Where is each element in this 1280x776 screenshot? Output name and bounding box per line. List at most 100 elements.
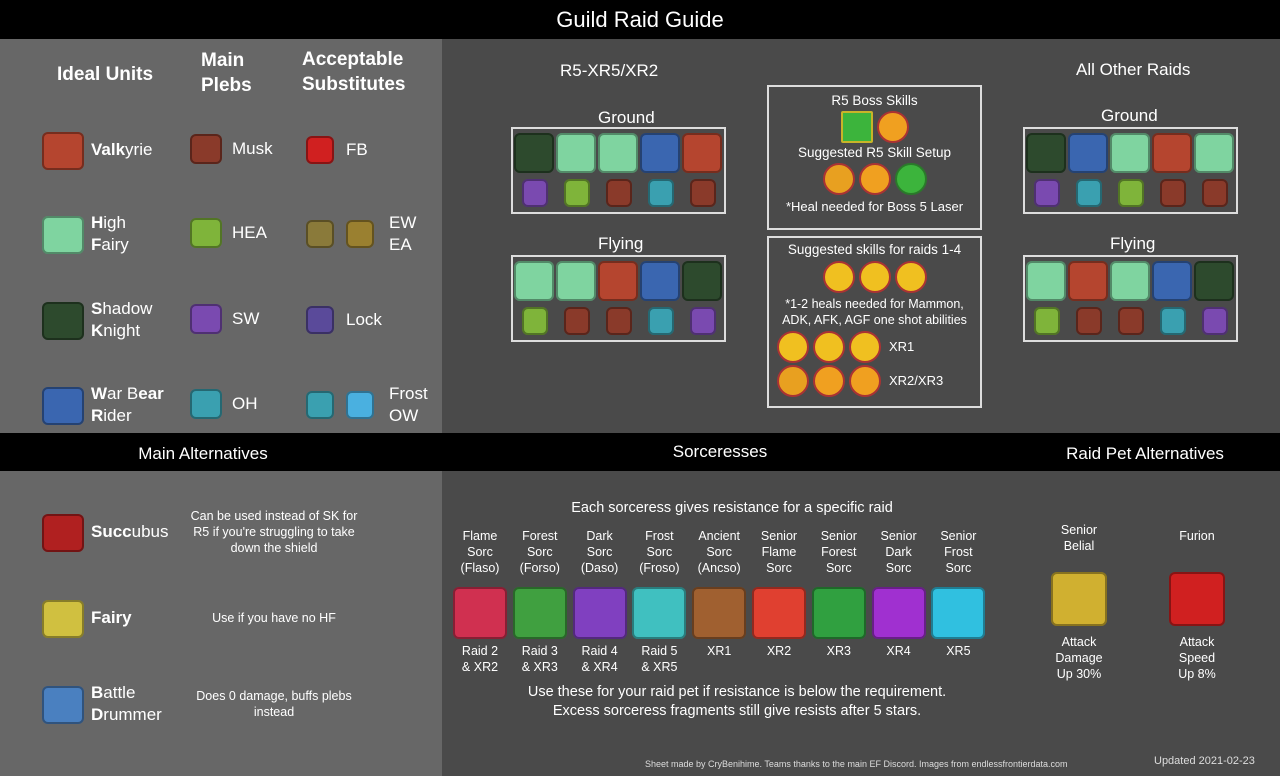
name-bold: Valk	[91, 140, 126, 159]
sorceress-intro: Each sorceress gives resistance for a sp…	[571, 500, 893, 516]
sw-sprite-icon	[1034, 179, 1060, 207]
sword-skill-icon	[894, 261, 927, 293]
shadow-knight-sprite-icon	[514, 133, 554, 173]
name-rest: ar B	[107, 384, 139, 403]
valkyrie-sprite-icon	[682, 133, 722, 173]
credits: Sheet made by CryBenihime. Teams thanks …	[645, 759, 1068, 769]
valkyrie-sprite-icon	[1068, 261, 1108, 301]
alt-unit-sprite-icon	[42, 686, 84, 724]
sw-sprite-icon	[190, 304, 222, 334]
sorceress-note-1: Use these for your raid pet if resistanc…	[527, 684, 947, 700]
name-rest: attle	[103, 683, 136, 702]
ea-sprite-icon	[346, 220, 374, 248]
shadow-knight-sprite-icon	[1194, 261, 1234, 301]
sorceresses-heading: Sorceresses	[672, 442, 768, 461]
main-pleb-name: HEA	[232, 223, 267, 242]
sorceress-sprite-icon	[871, 587, 926, 639]
r5-flying-team	[511, 255, 726, 342]
header-ideal-units: Ideal Units	[57, 64, 154, 85]
high-fairy-sprite-icon	[514, 261, 554, 301]
pet-effect: Attack Speed Up 8%	[1178, 635, 1216, 681]
high-fairy-sprite-icon	[1026, 261, 1066, 301]
musk-sprite-icon	[606, 179, 632, 207]
oh-sprite-icon	[306, 391, 334, 419]
other-ground-label: Ground	[1101, 106, 1158, 125]
sorceress-raid: Raid 5 & XR5	[641, 644, 678, 674]
dragon-skill-icon	[894, 163, 927, 195]
sw-sprite-icon	[522, 179, 548, 207]
sw-sprite-icon	[1202, 307, 1228, 335]
musk-sprite-icon	[606, 307, 632, 335]
name-rest: igh	[103, 213, 126, 232]
r5-heal-note: *Heal needed for Boss 5 Laser	[785, 199, 964, 214]
name-rest: ider	[103, 406, 132, 425]
substitute-name: Frost OW	[389, 384, 428, 425]
name-bold: K	[91, 321, 104, 340]
musk-sprite-icon	[690, 179, 716, 207]
dragon-skill-icon	[840, 111, 873, 143]
shadow-knight-sprite-icon	[42, 302, 84, 340]
r5-flying-label: Flying	[598, 234, 644, 253]
war-bear-sprite-icon	[1152, 261, 1192, 301]
valkyrie-sprite-icon	[1152, 133, 1192, 173]
shadow-knight-sprite-icon	[682, 261, 722, 301]
sorceress-sprite-icon	[931, 587, 986, 639]
swoosh-skill-icon	[849, 365, 881, 397]
substitute-name: EW EA	[389, 213, 417, 254]
updated-date: Updated 2021-02-23	[1154, 755, 1255, 767]
main-pleb-name: Musk	[232, 139, 273, 158]
swoosh-skill-icon	[876, 111, 909, 143]
oh-sprite-icon	[190, 389, 222, 419]
sorceress-raid: XR1	[707, 644, 732, 658]
sorceress-raid: XR2	[766, 644, 792, 658]
sorceress-raid: Raid 2 & XR2	[461, 644, 499, 674]
name-bold: Fairy	[91, 608, 132, 627]
r5-boss-skills-title: R5 Boss Skills	[831, 93, 918, 108]
xr23-label: XR2/XR3	[889, 373, 944, 389]
r5-ground-label: Ground	[598, 108, 655, 127]
shadow-knight-sprite-icon	[1026, 133, 1066, 173]
alternative-description: Does 0 damage, buffs plebs instead	[196, 689, 352, 719]
musk-sprite-icon	[1202, 179, 1228, 207]
sorceress-name: Senior Flame Sorc	[760, 529, 798, 575]
sw-sprite-icon	[690, 307, 716, 335]
war-bear-sprite-icon	[42, 387, 84, 425]
other-ground-team	[1023, 127, 1238, 214]
musk-sprite-icon	[564, 307, 590, 335]
high-fairy-sprite-icon	[1194, 133, 1234, 173]
sorceress-name: Ancient Sorc (Ancso)	[697, 529, 741, 575]
oh-sprite-icon	[1076, 179, 1102, 207]
swoosh-skill-icon	[813, 365, 845, 397]
high-fairy-sprite-icon	[556, 133, 596, 173]
sorceress-raid: XR3	[826, 644, 851, 658]
swoosh-skill-icon	[858, 163, 891, 195]
name-bold: R	[91, 406, 104, 425]
name-rest: airy	[101, 235, 129, 254]
pet-name: Senior Belial	[1060, 523, 1098, 553]
other-flying-team	[1023, 255, 1238, 342]
main-pleb-name: OH	[232, 394, 258, 413]
musk-sprite-icon	[1160, 179, 1186, 207]
name-rest: hadow	[102, 299, 153, 318]
war-bear-sprite-icon	[640, 133, 680, 173]
heal-note-line1: *1-2 heals needed for Mammon,	[785, 297, 964, 311]
name-rest: ear	[138, 384, 164, 403]
sorceress-note-2: Excess sorceress fragments still give re…	[552, 703, 922, 719]
alternative-name: Fairy	[91, 607, 132, 629]
r5-ground-team	[511, 127, 726, 214]
r5-skills-box: R5 Boss Skills Suggested R5 Skill Setup …	[767, 85, 982, 230]
name-bold: F	[91, 235, 102, 254]
main-pleb-name: SW	[232, 309, 260, 328]
war-bear-sprite-icon	[640, 261, 680, 301]
sorceress-sprite-icon	[572, 587, 627, 639]
sorceress-name: Senior Frost Sorc	[940, 529, 977, 575]
sword-skill-icon	[813, 331, 845, 363]
war-bear-sprite-icon	[1068, 133, 1108, 173]
heal-skill-icon	[777, 365, 809, 397]
pet-sprite-icon	[1169, 572, 1225, 626]
